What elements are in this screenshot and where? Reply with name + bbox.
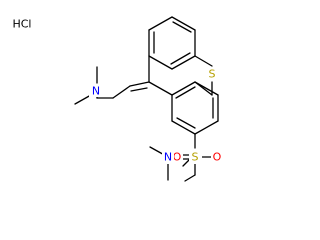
benzene-ring-bottom (171, 81, 219, 135)
sulfonyl-sulfur-label: S (192, 151, 199, 164)
structure-canvas: HCl (12, 16, 223, 182)
central-ring (148, 55, 213, 96)
amine-nitrogen-label: N (92, 85, 100, 98)
dimethylamino-group (74, 66, 98, 105)
sulfonamide-nitrogen-label: N (164, 151, 172, 164)
propylidene-chain (96, 81, 150, 99)
benzene-ring-top (148, 16, 196, 70)
oxygen-left-label: O (173, 151, 182, 164)
oxygen-right-label: O (213, 151, 222, 164)
molecule-drawing: HCl (12, 16, 223, 182)
ring-sulfur-label: S (209, 68, 216, 81)
hcl-label: HCl (12, 18, 31, 31)
